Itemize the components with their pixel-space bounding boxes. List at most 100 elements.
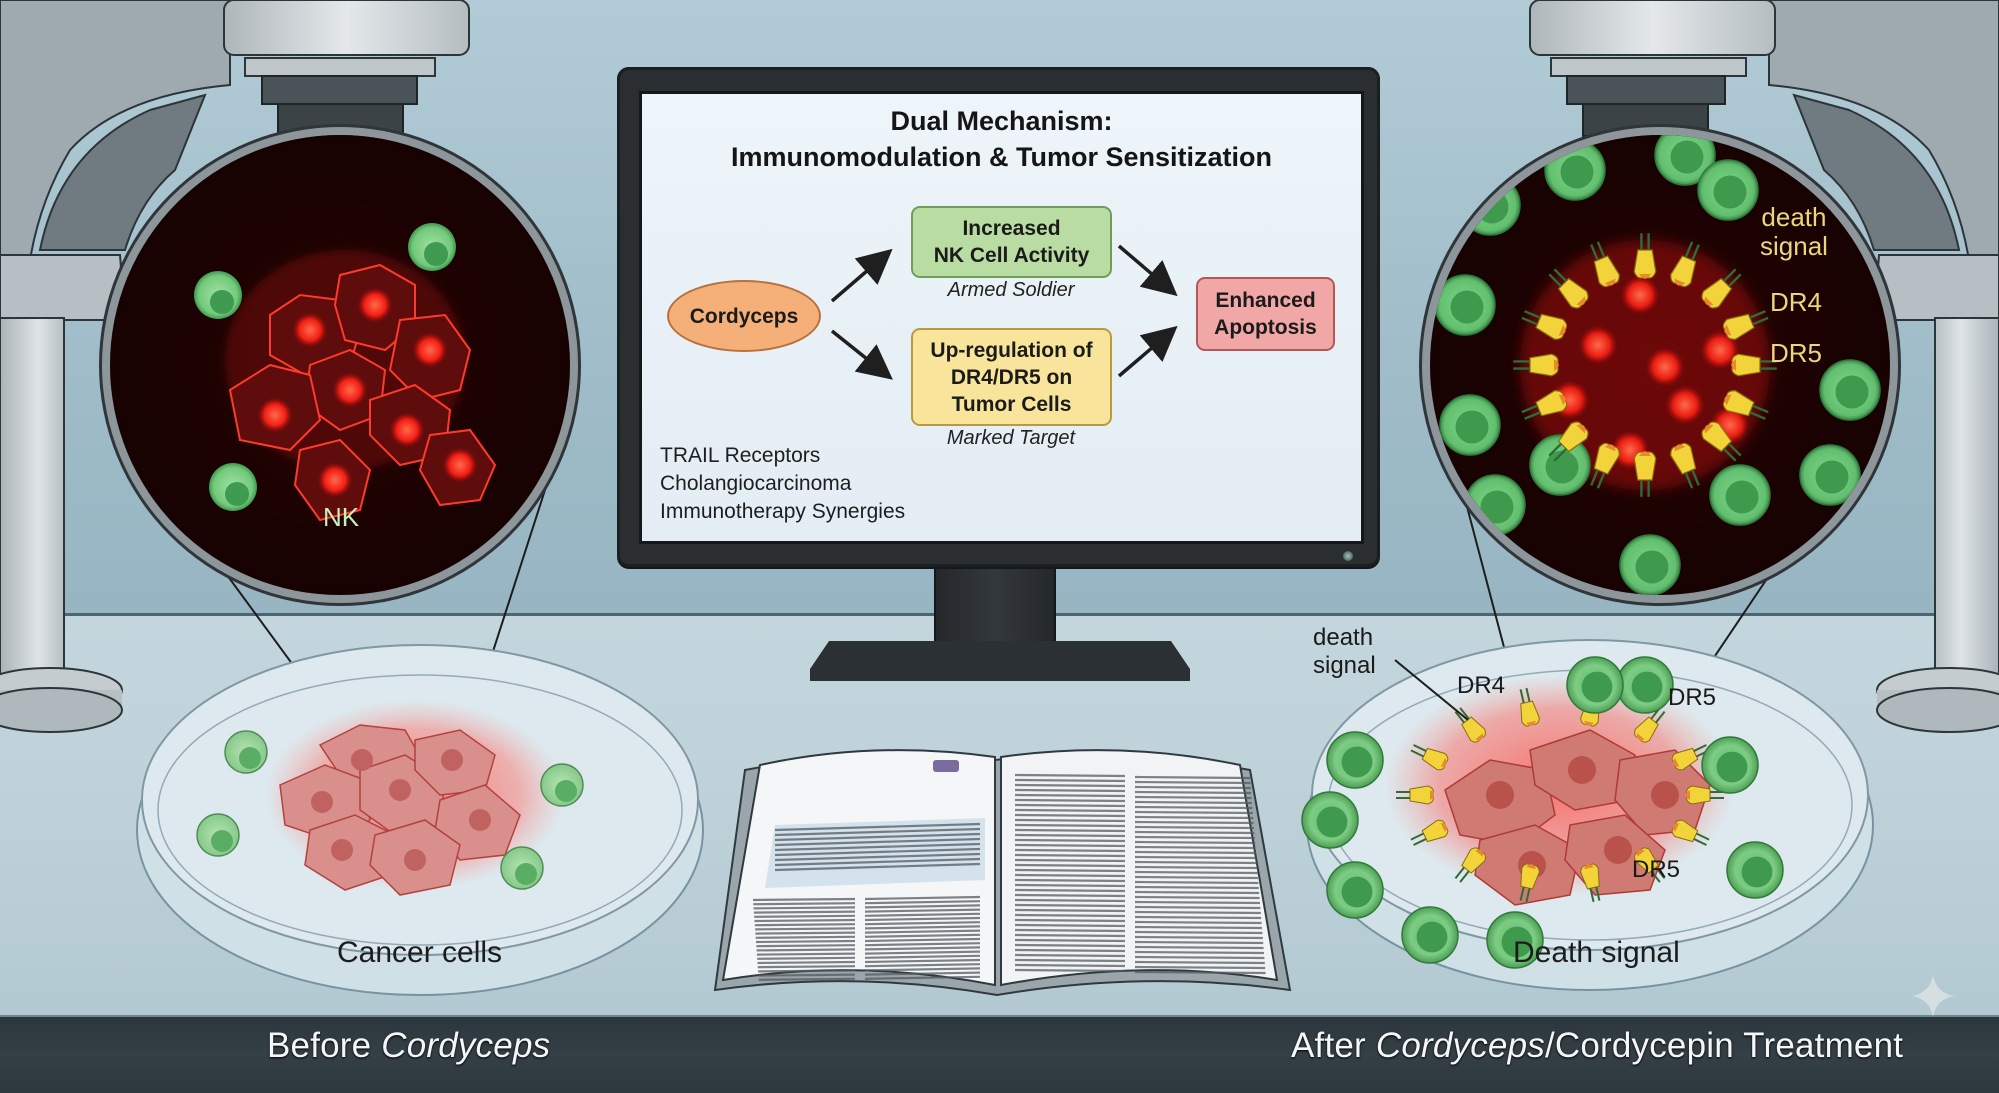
receptor [1396,785,1434,805]
before-caption-italic: Cordyceps [381,1026,551,1065]
nk-cells [1434,135,1881,595]
node-cordyceps-label: Cordyceps [689,304,799,328]
nk-cell [1326,861,1384,919]
receptor [1410,744,1449,771]
receptor [1634,847,1666,883]
power-led-icon [1343,551,1353,561]
receptor [1548,268,1589,309]
nk-cell [1709,464,1771,526]
node-enhanced-apoptosis: Enhanced Apoptosis [1196,277,1335,351]
nk-cell [1301,791,1359,849]
left-microscope [0,0,470,733]
arrow-nk-to-apoptosis [1117,244,1178,297]
tumor-nuclei [1550,275,1750,470]
receptor [1454,847,1486,883]
nk-cells [1301,656,1784,969]
nk-cell [1726,841,1784,899]
keyword-cholangiocarcinoma: Cholangiocarcinoma [660,472,852,495]
dr4-label: DR4 [1770,287,1823,317]
nk-cell [1464,474,1526,536]
node-dr-upregulation: Up-regulation of DR4/DR5 on Tumor Cells [911,328,1112,426]
node-dr-line1: Up-regulation of [930,338,1093,362]
right-dish-dr4-annotation: DR4 [1457,672,1506,699]
nk-cells [194,223,456,511]
node-cordyceps: Cordyceps [667,280,821,352]
nk-label: NK [323,502,360,532]
receptor [1686,785,1724,805]
right-view-cells [1434,135,1881,595]
left-view-cells [194,223,497,522]
receptor [1454,707,1486,743]
right-dish-label: Death signal [1513,936,1680,969]
nk-cell [1566,656,1624,714]
caption-marked-target: Marked Target [946,427,1076,449]
right-dish-dr5-bottom-annotation: DR5 [1632,856,1681,883]
receptor [1519,863,1540,903]
receptor [1590,241,1620,288]
dr4-dr5-receptors [1513,233,1777,497]
caption-armed-soldier: Armed Soldier [947,279,1075,301]
keyword-list: TRAIL Receptors Cholangiocarcinoma Immun… [660,442,905,526]
after-caption-suffix: /Cordycepin Treatment [1544,1026,1904,1065]
node-dr-line2: DR4/DR5 on [950,365,1073,389]
death-signal-label: death signal [1760,203,1828,261]
nk-cell [1486,911,1544,969]
nk-cell [1799,444,1861,506]
left-microscope-view: NK [110,135,570,595]
diagram-arrows [830,244,1178,380]
receptor [1590,442,1620,489]
monitor-stand-base [810,641,1190,681]
after-caption: After Cordyceps/Cordycepin Treatment [1291,1026,1903,1066]
caption-bar [0,1015,1999,1093]
nk-cell [1439,394,1501,456]
dr4-dr5-receptors [1396,687,1724,903]
right-dish-death-signal-annotation: death signal [1313,624,1376,680]
receptor [1513,353,1559,377]
receptor [1580,863,1601,903]
after-caption-italic: Cordyceps [1375,1026,1545,1065]
nk-cell [1619,534,1681,595]
node-nk-line1: Increased [962,217,1061,240]
receptor [1670,241,1700,288]
arrow-to-nk [830,248,893,303]
receptor [1701,268,1742,309]
nk-cell [1616,656,1674,714]
diagram-title-line2: Immunomodulation & Tumor Sensitization [731,142,1272,172]
nk-cell [1697,159,1759,221]
nk-cell [1434,274,1496,336]
right-dish-dr5-top-annotation: DR5 [1668,684,1717,711]
nk-cell [1701,736,1759,794]
before-caption-prefix: Before [267,1026,382,1065]
receptor [1519,687,1540,727]
nk-cells [196,730,584,890]
nk-cell [1326,731,1384,789]
monitor-stand-neck [934,567,1056,655]
right-microscope [1529,0,1999,733]
death-signal-label-line1: death [1761,202,1827,232]
receptor [1521,390,1568,420]
tumor-nuclei [257,287,478,498]
nk-cell [1401,906,1459,964]
receptor [1633,451,1657,497]
keyword-trail-receptors: TRAIL Receptors [660,444,821,467]
nk-cell [1819,359,1881,421]
dr5-label: DR5 [1770,338,1823,368]
nk-cell [1654,135,1716,186]
annotation-death-line1: death [1313,624,1374,651]
receptor [1670,442,1700,489]
receptor [1722,310,1769,340]
node-outcome-line1: Enhanced [1215,289,1316,312]
receptor [1722,390,1769,420]
arrow-to-dr [830,329,893,380]
node-dr-line3: Tumor Cells [951,392,1072,416]
nk-cell [1459,174,1521,236]
arrow-dr-to-apoptosis [1117,325,1178,378]
right-microscope-view: death signal DR4 DR5 [1430,135,1890,595]
keyword-immunotherapy-synergies: Immunotherapy Synergies [660,500,906,523]
sparkle-icon [1912,975,1954,1017]
node-outcome-line2: Apoptosis [1214,316,1317,339]
before-caption: Before Cordyceps [267,1026,550,1066]
receptor [1410,819,1449,846]
right-petri-dish [1301,639,1874,991]
left-dish-label: Cancer cells [337,936,503,969]
